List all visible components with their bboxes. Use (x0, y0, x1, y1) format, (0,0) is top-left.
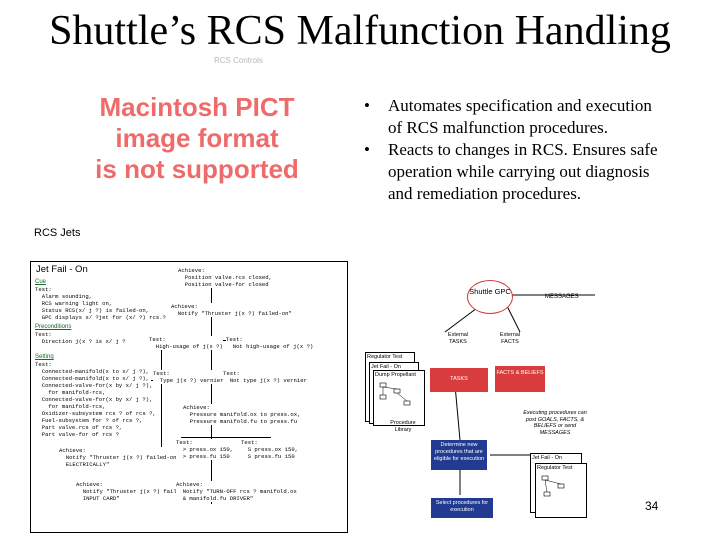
test-not-type-vernier: Test: Not type j(x ?) vernier (223, 370, 307, 384)
rcs-jets-label: RCS Jets (34, 227, 81, 239)
select-procedures-box: Select procedures for execution (431, 498, 493, 518)
facts-beliefs-box: FACTS & BELIEFS (495, 366, 545, 392)
flow-connector (211, 284, 212, 504)
shuttle-gpc-node: Shuttle GPC (467, 280, 513, 314)
cue-text: Test: Alarm sounding, RCS warning light … (35, 286, 166, 321)
test-high-usage: Test: High-usage of j(x ?) (149, 336, 223, 350)
procedure-library-label: Procedure Library (390, 420, 416, 433)
cue-label: Cue (35, 279, 47, 285)
placeholder-line-2: image format (115, 123, 279, 153)
external-tasks-label: External TASKS (447, 332, 469, 345)
placeholder-line-1: Macintosh PICT (99, 92, 295, 122)
tasks-box: TASKS (430, 368, 488, 392)
procedure-flow-icon (379, 382, 411, 406)
test-type-vernier: Test: Type j(x ?) vernier (153, 370, 224, 384)
faint-subtitle: RCS Controls (214, 56, 263, 65)
placeholder-line-3: is not supported (95, 154, 299, 184)
setting-text: Test: Connected-manifold(x to x/ j ?), C… (35, 361, 156, 438)
achieve-turn-off-driver: Achieve: Notify "TURN-OFF rcs ? manifold… (176, 481, 297, 502)
setting-label: Setting (35, 354, 54, 360)
page-number: 34 (645, 499, 659, 513)
procedure-card: Dump Propellant (373, 370, 425, 426)
achieve-pressure: Achieve: Pressure manifold.ox to press.o… (183, 404, 301, 425)
flow-connector (181, 437, 271, 438)
executing-procedure-card: Regulator Test (535, 463, 587, 518)
achieve-notify-failed-on: Achieve: Notify "Thruster j(x ?) failed-… (171, 303, 292, 317)
achieve-electrically: Achieve: Notify "Thruster j(x ?) failed-… (59, 447, 177, 468)
determine-eligible-procedures-box: Determine new procedures that are eligib… (431, 440, 487, 470)
bullet-item: Reacts to changes in RCS. Ensures safe o… (362, 139, 662, 205)
flow-connector (161, 340, 162, 450)
bullet-item: Automates specification and execution of… (362, 95, 662, 139)
messages-label: MESSAGES (545, 294, 579, 300)
preconditions-text: Test: Direction j(x ? is x/ j ? (35, 331, 126, 345)
test-press-less-equal: Test: S press.ox 150, S press.fu 150 (241, 439, 299, 460)
regulator-test-card-title: Regulator Test (367, 354, 403, 360)
regulator-test-exec-title: Regulator Test (537, 465, 573, 471)
procedure-flow-icon (541, 475, 565, 497)
jet-fail-on-card-title: Jet Fail - On (371, 364, 401, 370)
bullet-list: Automates specification and execution of… (362, 95, 662, 205)
external-facts-label: External FACTS (499, 332, 521, 345)
achieve-close-valves: Achieve: Position valve.rcs closed, Posi… (178, 267, 272, 288)
system-architecture-diagram: Shuttle GPC MESSAGES External TASKS Exte… (355, 270, 685, 535)
test-press-greater: Test: > press.ox 150, > press.fu 150 (176, 439, 234, 460)
jet-fail-on-procedure-diagram: Jet Fail - On Cue Test: Alarm sounding, … (30, 261, 348, 533)
jet-fail-on-exec-title: Jet Fail - On (532, 455, 562, 461)
executing-procedures-note: Executing procedures can post GOALS, FAC… (523, 410, 587, 436)
dump-propellant-card-title: Dump Propellant (375, 372, 416, 378)
slide-title: Shuttle’s RCS Malfunction Handling (49, 8, 671, 54)
test-not-high-usage: Test: Not high-usage of j(x ?) (226, 336, 314, 350)
preconditions-label: Preconditions (35, 324, 72, 330)
unsupported-image-placeholder: Macintosh PICT image format is not suppo… (72, 92, 322, 185)
procedure-name: Jet Fail - On (36, 264, 88, 275)
